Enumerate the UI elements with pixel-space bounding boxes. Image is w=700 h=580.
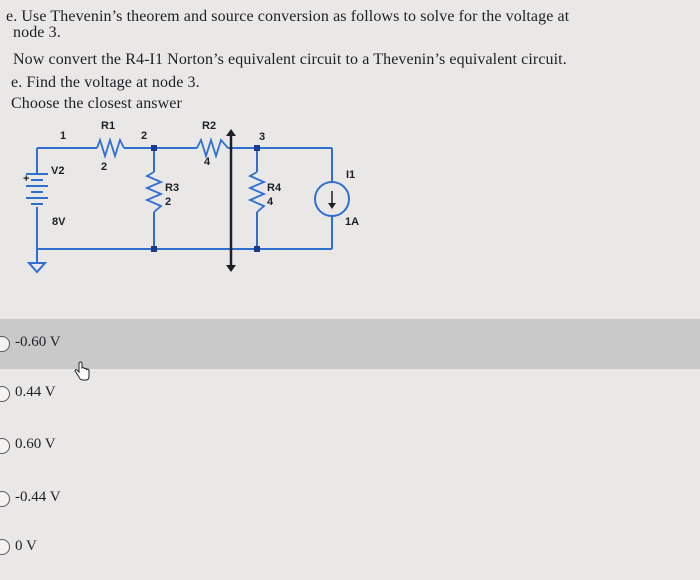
wires bbox=[36, 147, 333, 262]
node-1-label: 1 bbox=[60, 130, 66, 142]
question-instruction: Choose the closest answer bbox=[11, 95, 182, 112]
current-source-icon bbox=[314, 181, 350, 217]
node-3-label: 3 bbox=[259, 131, 265, 143]
answer-label: -0.60 V bbox=[15, 334, 61, 350]
answer-option-5[interactable]: 0 V bbox=[0, 530, 700, 580]
circuit-diagram: 1 2 3 4 R1 2 R2 R3 2 R4 4 V2 + 8V I1 1A bbox=[23, 120, 359, 274]
r3-label: R3 bbox=[165, 182, 179, 194]
radio-button[interactable] bbox=[0, 539, 10, 555]
node-4-label: 4 bbox=[204, 156, 211, 168]
v2-value: 8V bbox=[52, 216, 66, 228]
question-line-2: node 3. bbox=[13, 24, 61, 41]
r4-resistor bbox=[247, 171, 267, 213]
v2-plus: + bbox=[23, 173, 29, 185]
answer-option-4[interactable]: -0.44 V bbox=[0, 479, 700, 529]
radio-button[interactable] bbox=[0, 386, 10, 402]
answer-label: 0.60 V bbox=[15, 436, 56, 452]
ground-symbol-icon bbox=[26, 262, 48, 274]
node-dots bbox=[151, 145, 260, 252]
r4-label: R4 bbox=[267, 182, 282, 194]
r3-resistor bbox=[144, 171, 164, 213]
answer-label: 0 V bbox=[15, 538, 37, 554]
node-4-arrow bbox=[226, 265, 236, 272]
r2-label: R2 bbox=[202, 120, 216, 132]
answer-option-1[interactable]: -0.60 V bbox=[0, 319, 700, 369]
answer-label: -0.44 V bbox=[15, 489, 61, 505]
answer-option-2[interactable]: 0.44 V bbox=[0, 373, 700, 423]
hand-pointer-icon bbox=[74, 361, 90, 381]
radio-button[interactable] bbox=[0, 336, 10, 352]
r1-value: 2 bbox=[101, 161, 107, 173]
r3-value: 2 bbox=[165, 196, 171, 208]
r2-resistor bbox=[196, 136, 229, 160]
r4-value: 4 bbox=[267, 196, 274, 208]
radio-button[interactable] bbox=[0, 491, 10, 507]
question-line-4: e. Find the voltage at node 3. bbox=[11, 74, 200, 91]
answer-option-3[interactable]: 0.60 V bbox=[0, 425, 700, 475]
radio-button[interactable] bbox=[0, 438, 10, 454]
answer-label: 0.44 V bbox=[15, 384, 56, 400]
v2-battery bbox=[26, 173, 48, 205]
r1-resistor bbox=[96, 136, 125, 160]
i1-value: 1A bbox=[345, 216, 359, 228]
question-line-3: Now convert the R4-I1 Norton’s equivalen… bbox=[13, 51, 567, 68]
r1-label: R1 bbox=[101, 120, 115, 132]
i1-label: I1 bbox=[346, 169, 355, 181]
node-2-label: 2 bbox=[141, 130, 147, 142]
v2-label: V2 bbox=[51, 165, 64, 177]
question-line-1: e. Use Thevenin’s theorem and source con… bbox=[6, 8, 570, 25]
node-4-arrow-top bbox=[226, 129, 236, 136]
